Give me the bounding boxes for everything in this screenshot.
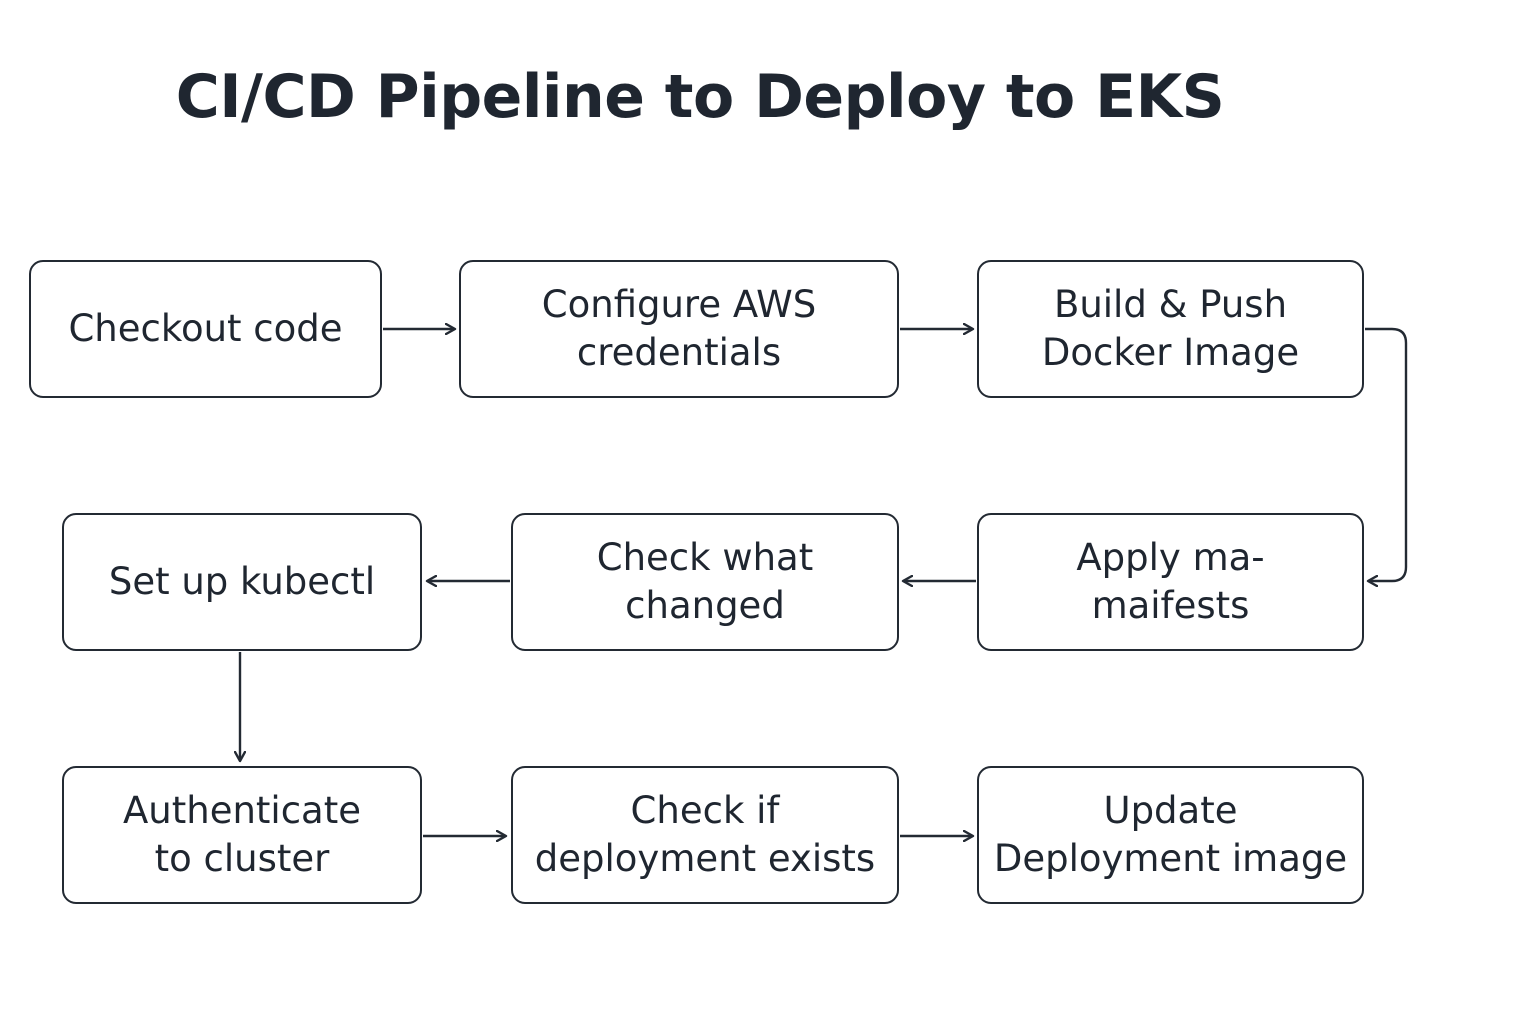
step-checkout-code: Checkout code <box>29 260 382 398</box>
arrow-build-to-apply <box>1365 327 1408 581</box>
step-build-push-docker-image: Build & Push Docker Image <box>977 260 1364 398</box>
step-label: Apply ma- maifests <box>1076 535 1265 627</box>
step-apply-manifests: Apply ma- maifests <box>977 513 1364 651</box>
step-label: Check what changed <box>596 535 814 627</box>
step-authenticate-to-cluster: Authenticate to cluster <box>62 766 422 904</box>
step-label: Authenticate to cluster <box>122 788 361 880</box>
step-check-if-deployment-exists: Check if deployment exists <box>511 766 899 904</box>
step-label: Checkout code <box>68 306 343 350</box>
step-label: Check if deployment exists <box>534 788 876 880</box>
diagram-title: CI/CD Pipeline to Deploy to EKS <box>175 62 1225 132</box>
step-label: Update Deployment image <box>993 788 1348 880</box>
step-label: Build & Push Docker Image <box>1041 282 1300 374</box>
step-check-what-changed: Check what changed <box>511 513 899 651</box>
step-label: Set up kubectl <box>108 559 376 603</box>
step-set-up-kubectl: Set up kubectl <box>62 513 422 651</box>
step-update-deployment-image: Update Deployment image <box>977 766 1364 904</box>
step-configure-aws-credentials: Configure AWS credentials <box>459 260 899 398</box>
step-label: Configure AWS credentials <box>541 282 817 374</box>
